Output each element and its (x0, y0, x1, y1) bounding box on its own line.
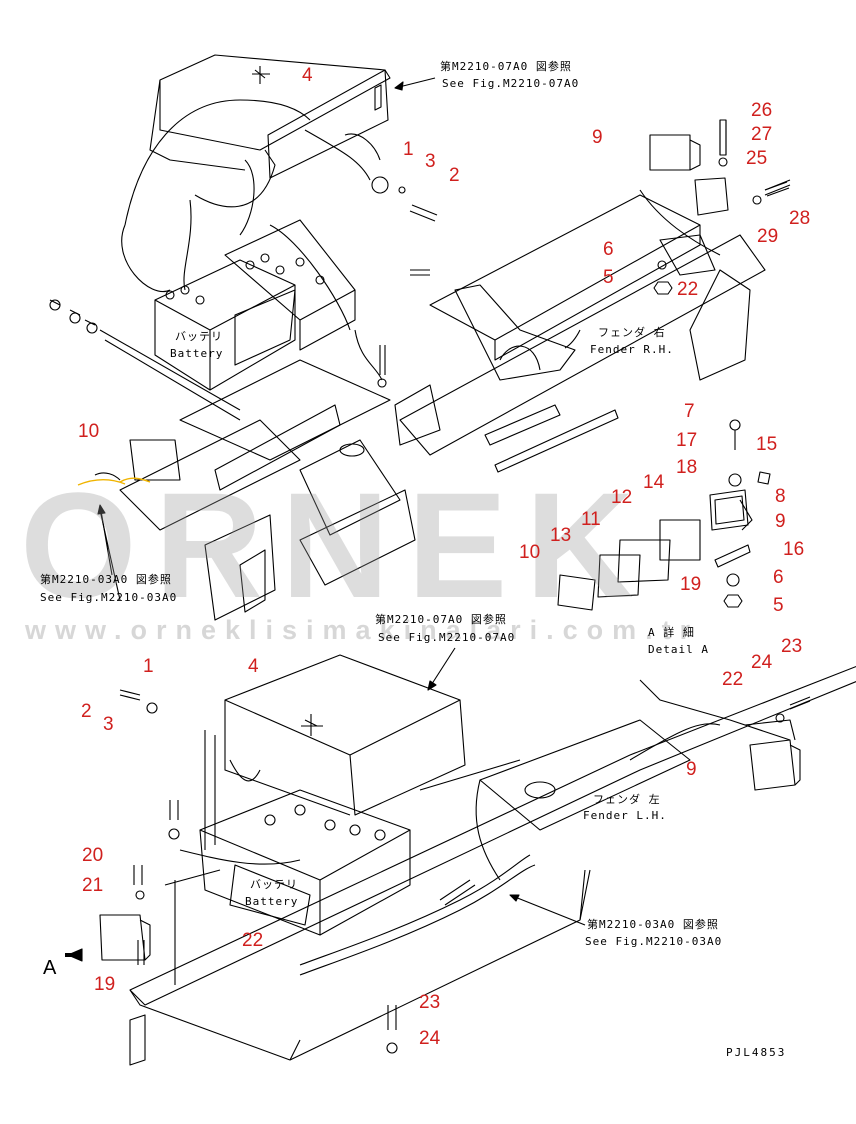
label-battery-bottom-en: Battery (245, 895, 299, 908)
callout-number: 22 (722, 669, 744, 690)
battery-pair-top (154, 219, 356, 391)
view-a-marker: A (43, 957, 57, 979)
callout-number: 25 (746, 148, 768, 169)
lamp-bottom-left (99, 914, 151, 961)
battery-cover-bottom (224, 654, 466, 816)
callout-number: 5 (773, 595, 784, 616)
callout-number: 1 (143, 656, 154, 677)
ref-bottom-right-en: See Fig.M2210-03A0 (585, 935, 723, 948)
callout-number: 22 (677, 279, 699, 300)
label-fender-lh-jp: フェンダ 左 (593, 793, 661, 806)
callout-number: 19 (680, 574, 702, 595)
watermark-brand: ORNEK (20, 461, 652, 629)
label-battery-bottom-jp: バッテリ (250, 878, 298, 891)
callout-number: 8 (775, 486, 786, 507)
callout-number: 17 (676, 430, 698, 451)
callout-number: 29 (757, 226, 779, 247)
callout-number: 1 (403, 139, 414, 160)
callout-number: 27 (751, 124, 773, 145)
callout-number: 6 (773, 567, 784, 588)
callout-number: 21 (82, 875, 104, 896)
callout-number: 9 (775, 511, 786, 532)
label-battery-top-jp: バッテリ (175, 330, 223, 343)
label-fender-lh-en: Fender L.H. (583, 809, 667, 822)
callout-number: 12 (611, 487, 633, 508)
frame-bottom (129, 665, 856, 1066)
callout-number: 20 (82, 845, 104, 866)
callout-number: 24 (751, 652, 773, 673)
battery-pair-bottom (199, 789, 411, 936)
highlight-accent (77, 477, 151, 486)
ref-mid-left-en: See Fig.M2210-03A0 (40, 591, 178, 604)
callout-number: 19 (94, 974, 116, 995)
callout-number: 5 (603, 267, 614, 288)
callout-number: 10 (519, 542, 541, 563)
label-fender-rh-jp: フェンダ 右 (598, 326, 666, 339)
reference-arrows (65, 77, 586, 962)
battery-cover-top (149, 54, 391, 179)
callout-number: 4 (302, 65, 313, 86)
callout-number: 23 (419, 992, 441, 1013)
label-detail-a-jp: A 詳 細 (648, 626, 695, 639)
drawing-code: PJL4853 (726, 1046, 787, 1059)
label-detail-a-en: Detail A (648, 643, 709, 656)
callout-number: 7 (684, 401, 695, 422)
ref-mid-center-en: See Fig.M2210-07A0 (378, 631, 516, 644)
callout-number: 24 (419, 1028, 441, 1049)
callout-number: 14 (643, 472, 665, 493)
wiring-bottom (179, 723, 721, 976)
fasteners (49, 120, 811, 1054)
callout-number: 16 (783, 539, 805, 560)
callout-number: 9 (592, 127, 603, 148)
callout-number: 3 (103, 714, 114, 735)
callout-number: 4 (248, 656, 259, 677)
callout-number: 22 (242, 930, 264, 951)
label-fender-rh-en: Fender R.H. (590, 343, 674, 356)
ref-top-right-jp: 第M2210-07A0 図参照 (440, 60, 572, 73)
callout-number: 10 (78, 421, 100, 442)
label-battery-top-en: Battery (170, 347, 224, 360)
watermark-url: www.orneklisimakinalari.com.tr (25, 615, 700, 645)
callout-number: 6 (603, 239, 614, 260)
detail-a (557, 419, 771, 611)
callout-number: 26 (751, 100, 773, 121)
lamp-bottom-right (744, 719, 801, 791)
callout-number: 2 (81, 701, 92, 722)
callout-number: 3 (425, 151, 436, 172)
wiring-top (121, 99, 383, 381)
callout-number: 15 (756, 434, 778, 455)
callout-number: 2 (449, 165, 460, 186)
callout-number: 11 (581, 509, 601, 530)
callout-number: 13 (550, 525, 572, 546)
ref-top-right-en: See Fig.M2210-07A0 (442, 77, 580, 90)
ref-bottom-right-jp: 第M2210-03A0 図参照 (587, 918, 719, 931)
ref-mid-center-jp: 第M2210-07A0 図参照 (375, 613, 507, 626)
ref-mid-left-jp: 第M2210-03A0 図参照 (40, 573, 172, 586)
callout-number: 23 (781, 636, 803, 657)
callout-number: 28 (789, 208, 811, 229)
callout-number: 9 (686, 759, 697, 780)
platform-top (49, 299, 416, 621)
callout-number: 18 (676, 457, 698, 478)
frame-top (394, 194, 766, 473)
